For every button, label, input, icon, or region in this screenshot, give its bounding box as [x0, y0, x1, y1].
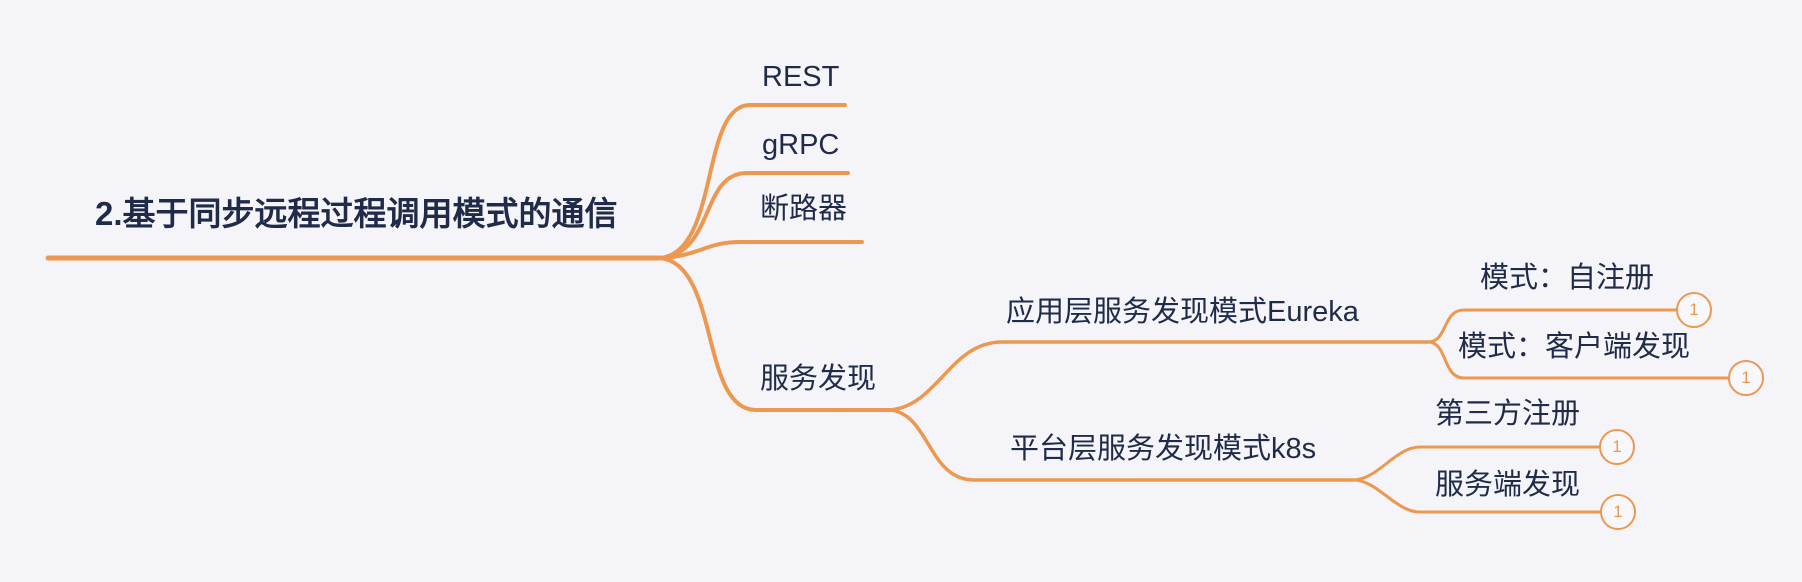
count-badge-server-discovery[interactable]: 1 — [1600, 494, 1636, 530]
edge-eureka-client-discovery — [1426, 340, 1730, 380]
topic-service-discovery[interactable]: 服务发现 — [760, 363, 877, 395]
edge-root-service-discovery — [658, 256, 892, 412]
count-badge-client-discovery[interactable]: 1 — [1728, 360, 1764, 396]
topic-client-discovery[interactable]: 模式：客户端发现 — [1458, 331, 1691, 363]
topic-server-discovery[interactable]: 服务端发现 — [1435, 469, 1581, 501]
topic-circuit-breaker[interactable]: 断路器 — [760, 193, 848, 225]
edge-k8s-third-party-registration — [1351, 445, 1601, 482]
topic-rest[interactable]: REST — [762, 61, 840, 93]
edge-root-grpc — [658, 171, 850, 260]
edge-service-discovery-k8s — [888, 408, 1355, 482]
topic-k8s[interactable]: 平台层服务发现模式k8s — [1010, 433, 1317, 465]
topic-grpc[interactable]: gRPC — [762, 129, 840, 161]
count-badge-third-party-registration[interactable]: 1 — [1599, 429, 1635, 465]
edge-k8s-server-side-discovery — [1351, 478, 1602, 514]
edge-service-discovery-eureka — [888, 340, 1430, 412]
count-badge-self-registration[interactable]: 1 — [1676, 292, 1712, 328]
topic-self-registration[interactable]: 模式：自注册 — [1480, 262, 1655, 294]
root-topic[interactable]: 2.基于同步远程过程调用模式的通信 — [95, 195, 618, 232]
topic-third-party-registration[interactable]: 第三方注册 — [1435, 398, 1581, 430]
edge-root-circuit-breaker — [658, 240, 864, 260]
edge-root-rest — [658, 103, 847, 260]
topic-eureka[interactable]: 应用层服务发现模式Eureka — [1006, 296, 1359, 328]
edge-eureka-self-registration — [1426, 308, 1678, 344]
